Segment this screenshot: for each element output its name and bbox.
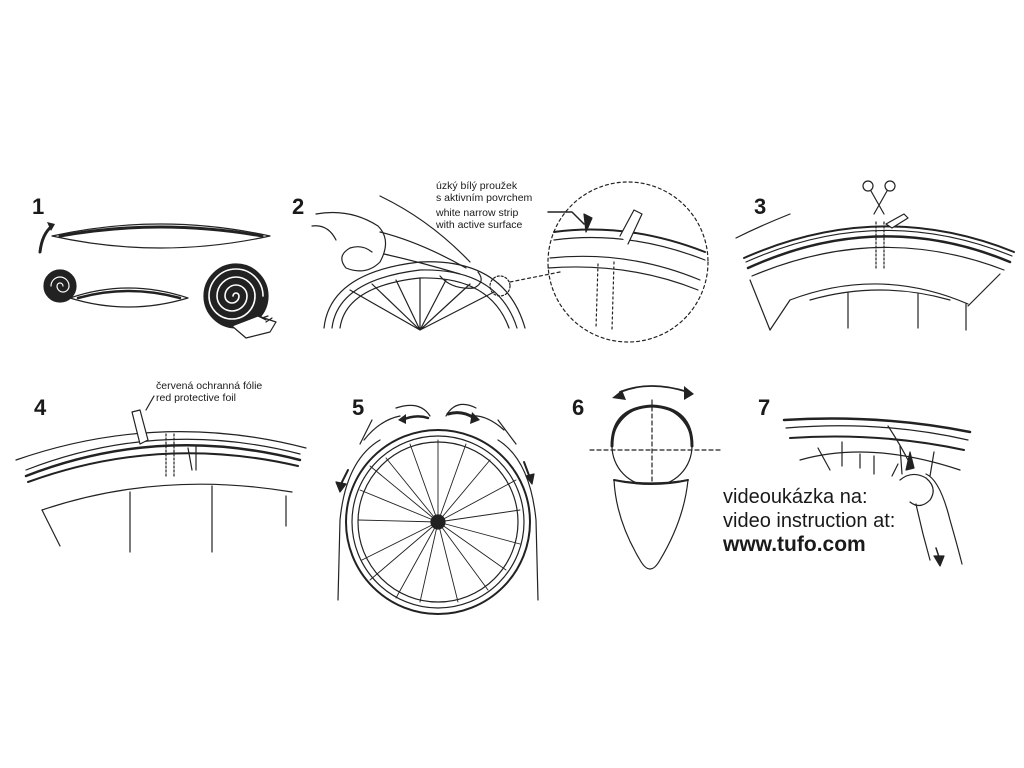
video-label-en: video instruction at: bbox=[723, 509, 895, 533]
step4-red-foil-illustration bbox=[16, 396, 306, 552]
strip-en-line2: with active surface bbox=[436, 219, 522, 231]
video-url-link[interactable]: www.tufo.com bbox=[723, 533, 895, 557]
step-number-2: 2 bbox=[292, 194, 304, 220]
foil-callout: červená ochranná fólie red protective fo… bbox=[156, 380, 262, 404]
strip-en-line1: white narrow strip bbox=[436, 207, 522, 219]
step-number-3: 3 bbox=[754, 194, 766, 220]
step2-applying-strip-illustration bbox=[312, 182, 708, 342]
video-label-cz: videoukázka na: bbox=[723, 485, 895, 509]
strip-callout-cz: úzký bílý proužek s aktivním povrchem bbox=[436, 180, 532, 204]
strip-cz-line2: s aktivním povrchem bbox=[436, 192, 532, 204]
step-number-6: 6 bbox=[572, 395, 584, 421]
video-instruction-block: videoukázka na: video instruction at: ww… bbox=[723, 485, 895, 557]
step-number-7: 7 bbox=[758, 395, 770, 421]
strip-callout-en: white narrow strip with active surface bbox=[436, 207, 522, 231]
step5-mount-tire-illustration bbox=[336, 404, 538, 614]
step6-tire-profile-illustration bbox=[590, 386, 720, 569]
step-number-1: 1 bbox=[32, 194, 44, 220]
step-number-4: 4 bbox=[34, 395, 46, 421]
foil-en: red protective foil bbox=[156, 392, 262, 404]
step-number-5: 5 bbox=[352, 395, 364, 421]
foil-cz: červená ochranná fólie bbox=[156, 380, 262, 392]
step3-cut-strip-illustration bbox=[736, 181, 1014, 330]
strip-cz-line1: úzký bílý proužek bbox=[436, 180, 532, 192]
step1-tape-roll-illustration bbox=[40, 222, 276, 338]
